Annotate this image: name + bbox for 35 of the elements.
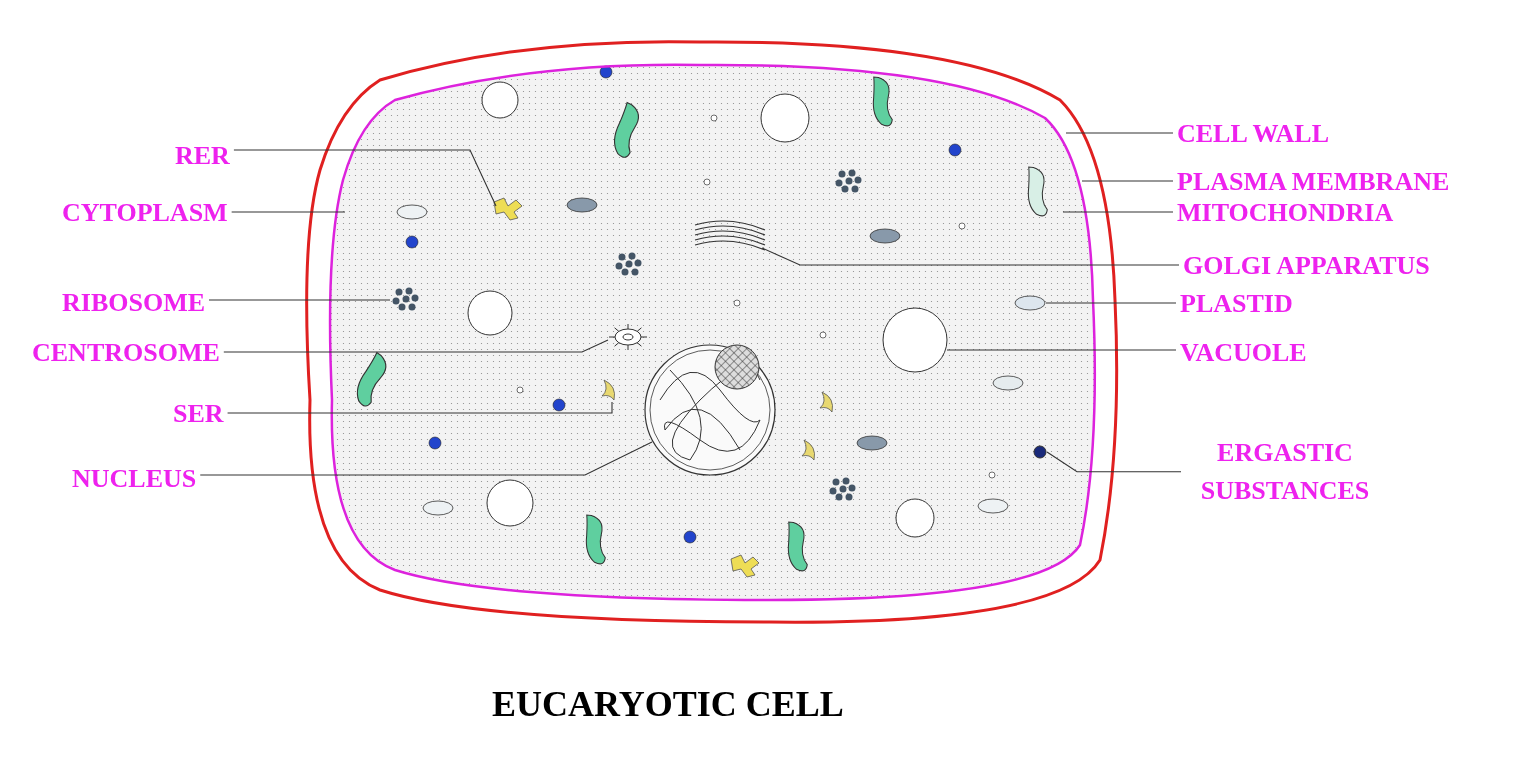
plastid-drawing [1014,295,1046,311]
diagram-title: EUCARYOTIC CELL [492,683,844,725]
nucleus-drawing [644,344,776,476]
mitochondrion-drawing [1027,166,1048,217]
part-label: CENTROSOME [32,334,220,372]
leader-line [199,441,653,476]
leader-line [223,339,609,353]
part-label: CYTOPLASM [62,194,228,232]
vacuole-circle [882,307,948,373]
ribosome-drawing [392,287,419,311]
part-label: SER [173,395,224,433]
leader-line [946,349,1177,351]
centrosome-drawing [608,323,648,351]
part-label: PLASTID [1180,285,1293,323]
leader-line [1062,211,1174,213]
rer-drawing [493,197,523,221]
part-label: RIBOSOME [62,284,206,322]
leader-line [227,401,613,414]
leader-line [1081,180,1174,182]
leader-line [208,299,391,301]
ser-drawing [601,379,615,401]
leader-line [233,149,497,207]
part-label: RER [175,137,230,175]
leader-line [231,211,346,213]
part-label: VACUOLE [1180,334,1307,372]
part-label: CELL WALL [1177,115,1329,153]
ergastic-granule [1033,445,1047,459]
leader-line [1065,132,1174,134]
leader-line [1045,302,1177,304]
part-label: GOLGI APPARATUS [1183,247,1430,285]
part-label: NUCLEUS [72,460,197,498]
leader-line [1046,451,1182,473]
part-label: ERGASTIC SUBSTANCES [1185,434,1385,510]
golgi-drawing [694,220,766,251]
leader-line [761,247,1180,266]
